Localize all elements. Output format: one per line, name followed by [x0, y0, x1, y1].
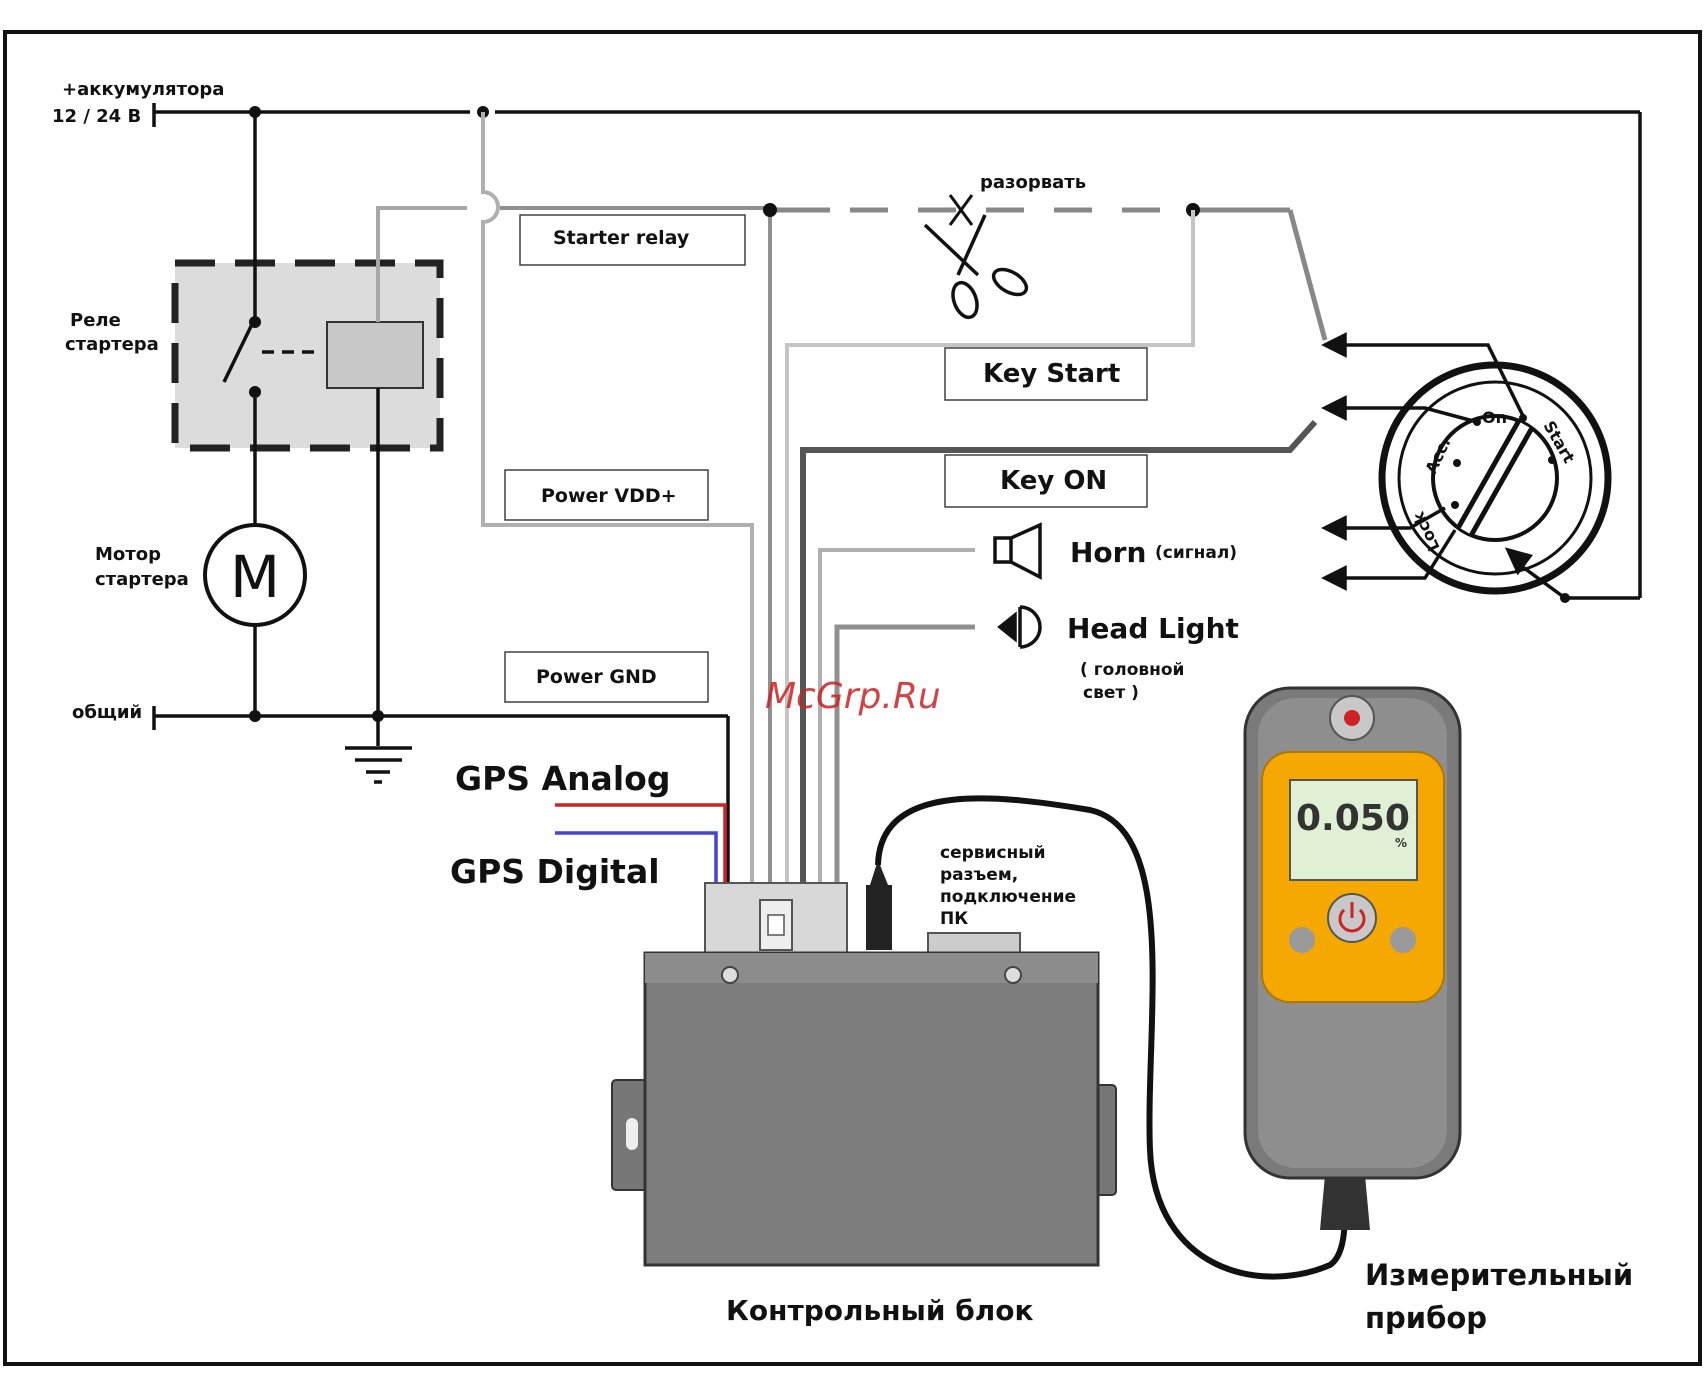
head-light-icon [1000, 607, 1040, 647]
ground-label: общий [72, 702, 142, 723]
starter-relay-label-line1: Реле [70, 310, 121, 331]
ignition-pos-on: On [1482, 408, 1507, 427]
measuring-device [1245, 688, 1460, 1230]
meter-label-line1: Измерительный [1365, 1258, 1633, 1292]
starter-motor-label-line2: стартера [95, 569, 189, 590]
head-light-label-ru-line2: свет ) [1083, 683, 1139, 703]
wire-node [1560, 593, 1570, 603]
cut-label: разорвать [980, 172, 1086, 193]
power-gnd-label: Power GND [536, 666, 657, 688]
key-start-label: Key Start [983, 359, 1120, 389]
battery-label-line1: +аккумулятора [62, 79, 224, 100]
battery-label-line2: 12 / 24 В [52, 106, 141, 127]
service-port-label-line1: сервисный [940, 843, 1046, 863]
watermark: McGrp.Ru [765, 676, 941, 717]
control-unit [612, 860, 1116, 1265]
power-vdd-label: Power VDD+ [541, 485, 677, 507]
starter-feed-wire [770, 210, 1325, 340]
key-on-label: Key ON [1000, 466, 1107, 496]
horn-label-ru: (сигнал) [1155, 543, 1237, 563]
meter-unit: % [1395, 836, 1407, 850]
relay-contact [249, 386, 261, 398]
ignition-switch [1382, 365, 1608, 591]
relay-coil [327, 322, 423, 388]
service-port-label-line2: разъем, [940, 865, 1018, 885]
starter-relay-label-line2: стартера [65, 334, 159, 355]
control-unit-label: Контрольный блок [726, 1294, 1034, 1327]
scissors-icon [925, 195, 1031, 321]
relay-contact [249, 316, 261, 328]
head-light-label-ru-line1: ( головной [1080, 660, 1184, 680]
starter-relay-wire-label: Starter relay [553, 227, 690, 249]
service-port-label-line3: подключение [940, 887, 1076, 907]
earth-symbol [345, 716, 412, 782]
meter-reading: 0.050 [1296, 798, 1410, 839]
horn-wire [820, 550, 975, 890]
horn-icon [995, 525, 1040, 577]
gps-analog-label: GPS Analog [455, 759, 670, 798]
horn-label: Horn [1070, 536, 1146, 569]
service-port-label-line4: ПК [940, 909, 968, 929]
wire-node [763, 203, 777, 217]
meter-label-line2: прибор [1365, 1301, 1487, 1335]
starter-motor-label-line1: Мотор [95, 544, 161, 565]
motor-symbol: M [230, 543, 280, 611]
gps-digital-label: GPS Digital [450, 852, 660, 891]
head-light-label: Head Light [1067, 612, 1239, 645]
